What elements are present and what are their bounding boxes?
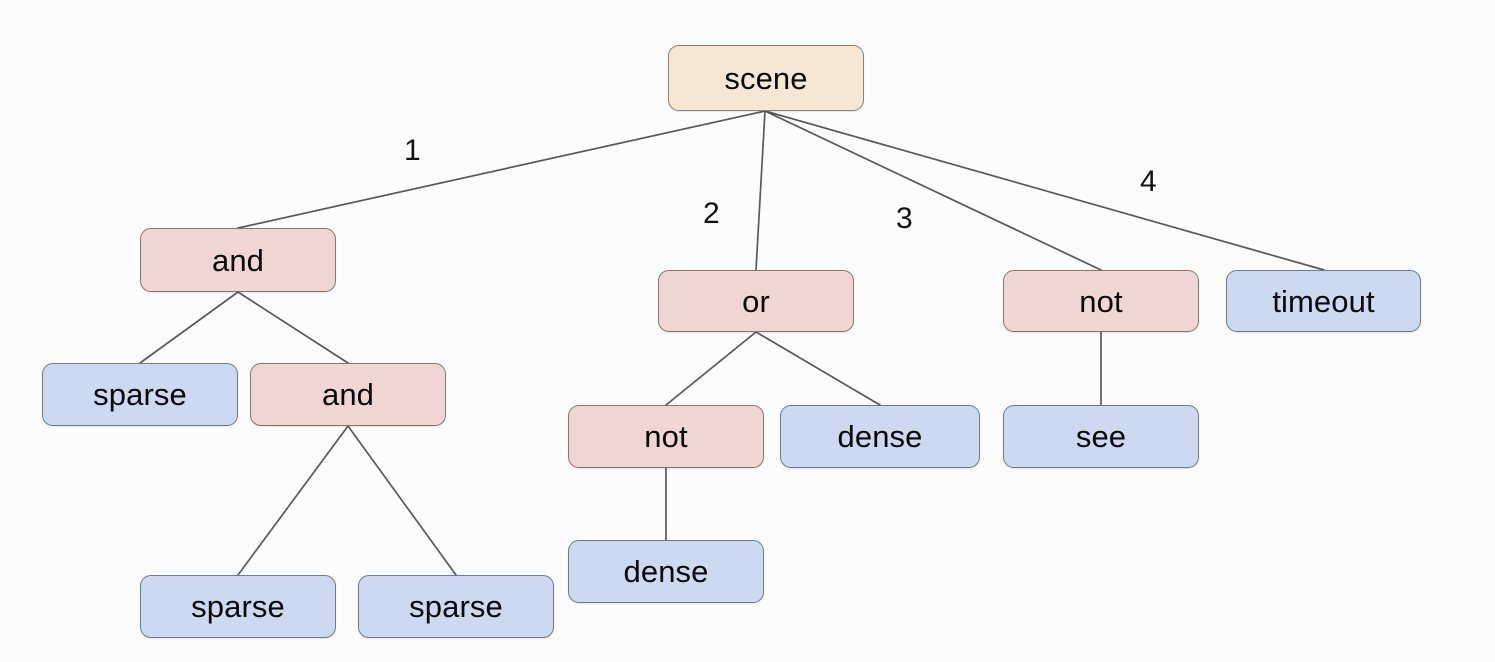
tree-node-label: sparse <box>409 589 503 624</box>
tree-node-label: scene <box>724 60 808 96</box>
tree-node-label: and <box>211 242 265 278</box>
tree-node-and1[interactable]: and <box>140 228 336 292</box>
tree-edge <box>237 291 349 364</box>
tree-edge <box>237 425 349 576</box>
tree-node-and2[interactable]: and <box>250 363 446 426</box>
tree-node-or1[interactable]: or <box>658 270 854 332</box>
tree-edge <box>764 110 1325 271</box>
tree-edge <box>764 110 1102 271</box>
edge-label-2: 2 <box>703 197 720 230</box>
tree-node-sparse1[interactable]: sparse <box>42 363 238 426</box>
tree-node-label: dense <box>623 554 709 589</box>
edge-label-1: 1 <box>404 134 421 167</box>
tree-node-dense2[interactable]: dense <box>568 540 764 603</box>
tree-node-label: sparse <box>191 589 285 624</box>
tree-node-scene[interactable]: scene <box>668 45 864 111</box>
tree-node-label: sparse <box>93 377 187 412</box>
tree-node-dense1[interactable]: dense <box>780 405 980 468</box>
edge-label-4: 4 <box>1140 165 1157 198</box>
tree-node-label: and <box>321 377 375 412</box>
tree-node-label: or <box>742 283 770 319</box>
tree-node-not1[interactable]: not <box>1003 270 1199 332</box>
tree-edge <box>665 331 757 406</box>
tree-edge <box>755 331 881 406</box>
tree-node-label: not <box>644 419 688 454</box>
tree-edge <box>237 110 766 229</box>
tree-edge <box>347 425 457 576</box>
tree-edge <box>755 110 766 271</box>
tree-node-not2[interactable]: not <box>568 405 764 468</box>
tree-node-sparse2[interactable]: sparse <box>140 575 336 638</box>
tree-node-label: dense <box>837 419 923 454</box>
tree-node-see1[interactable]: see <box>1003 405 1199 468</box>
tree-node-timeout1[interactable]: timeout <box>1226 270 1421 332</box>
tree-node-sparse3[interactable]: sparse <box>358 575 554 638</box>
tree-node-label: timeout <box>1272 283 1375 319</box>
edge-label-3: 3 <box>896 202 913 235</box>
tree-edge <box>139 291 239 364</box>
tree-node-label: see <box>1075 419 1127 454</box>
tree-node-label: not <box>1079 283 1123 319</box>
